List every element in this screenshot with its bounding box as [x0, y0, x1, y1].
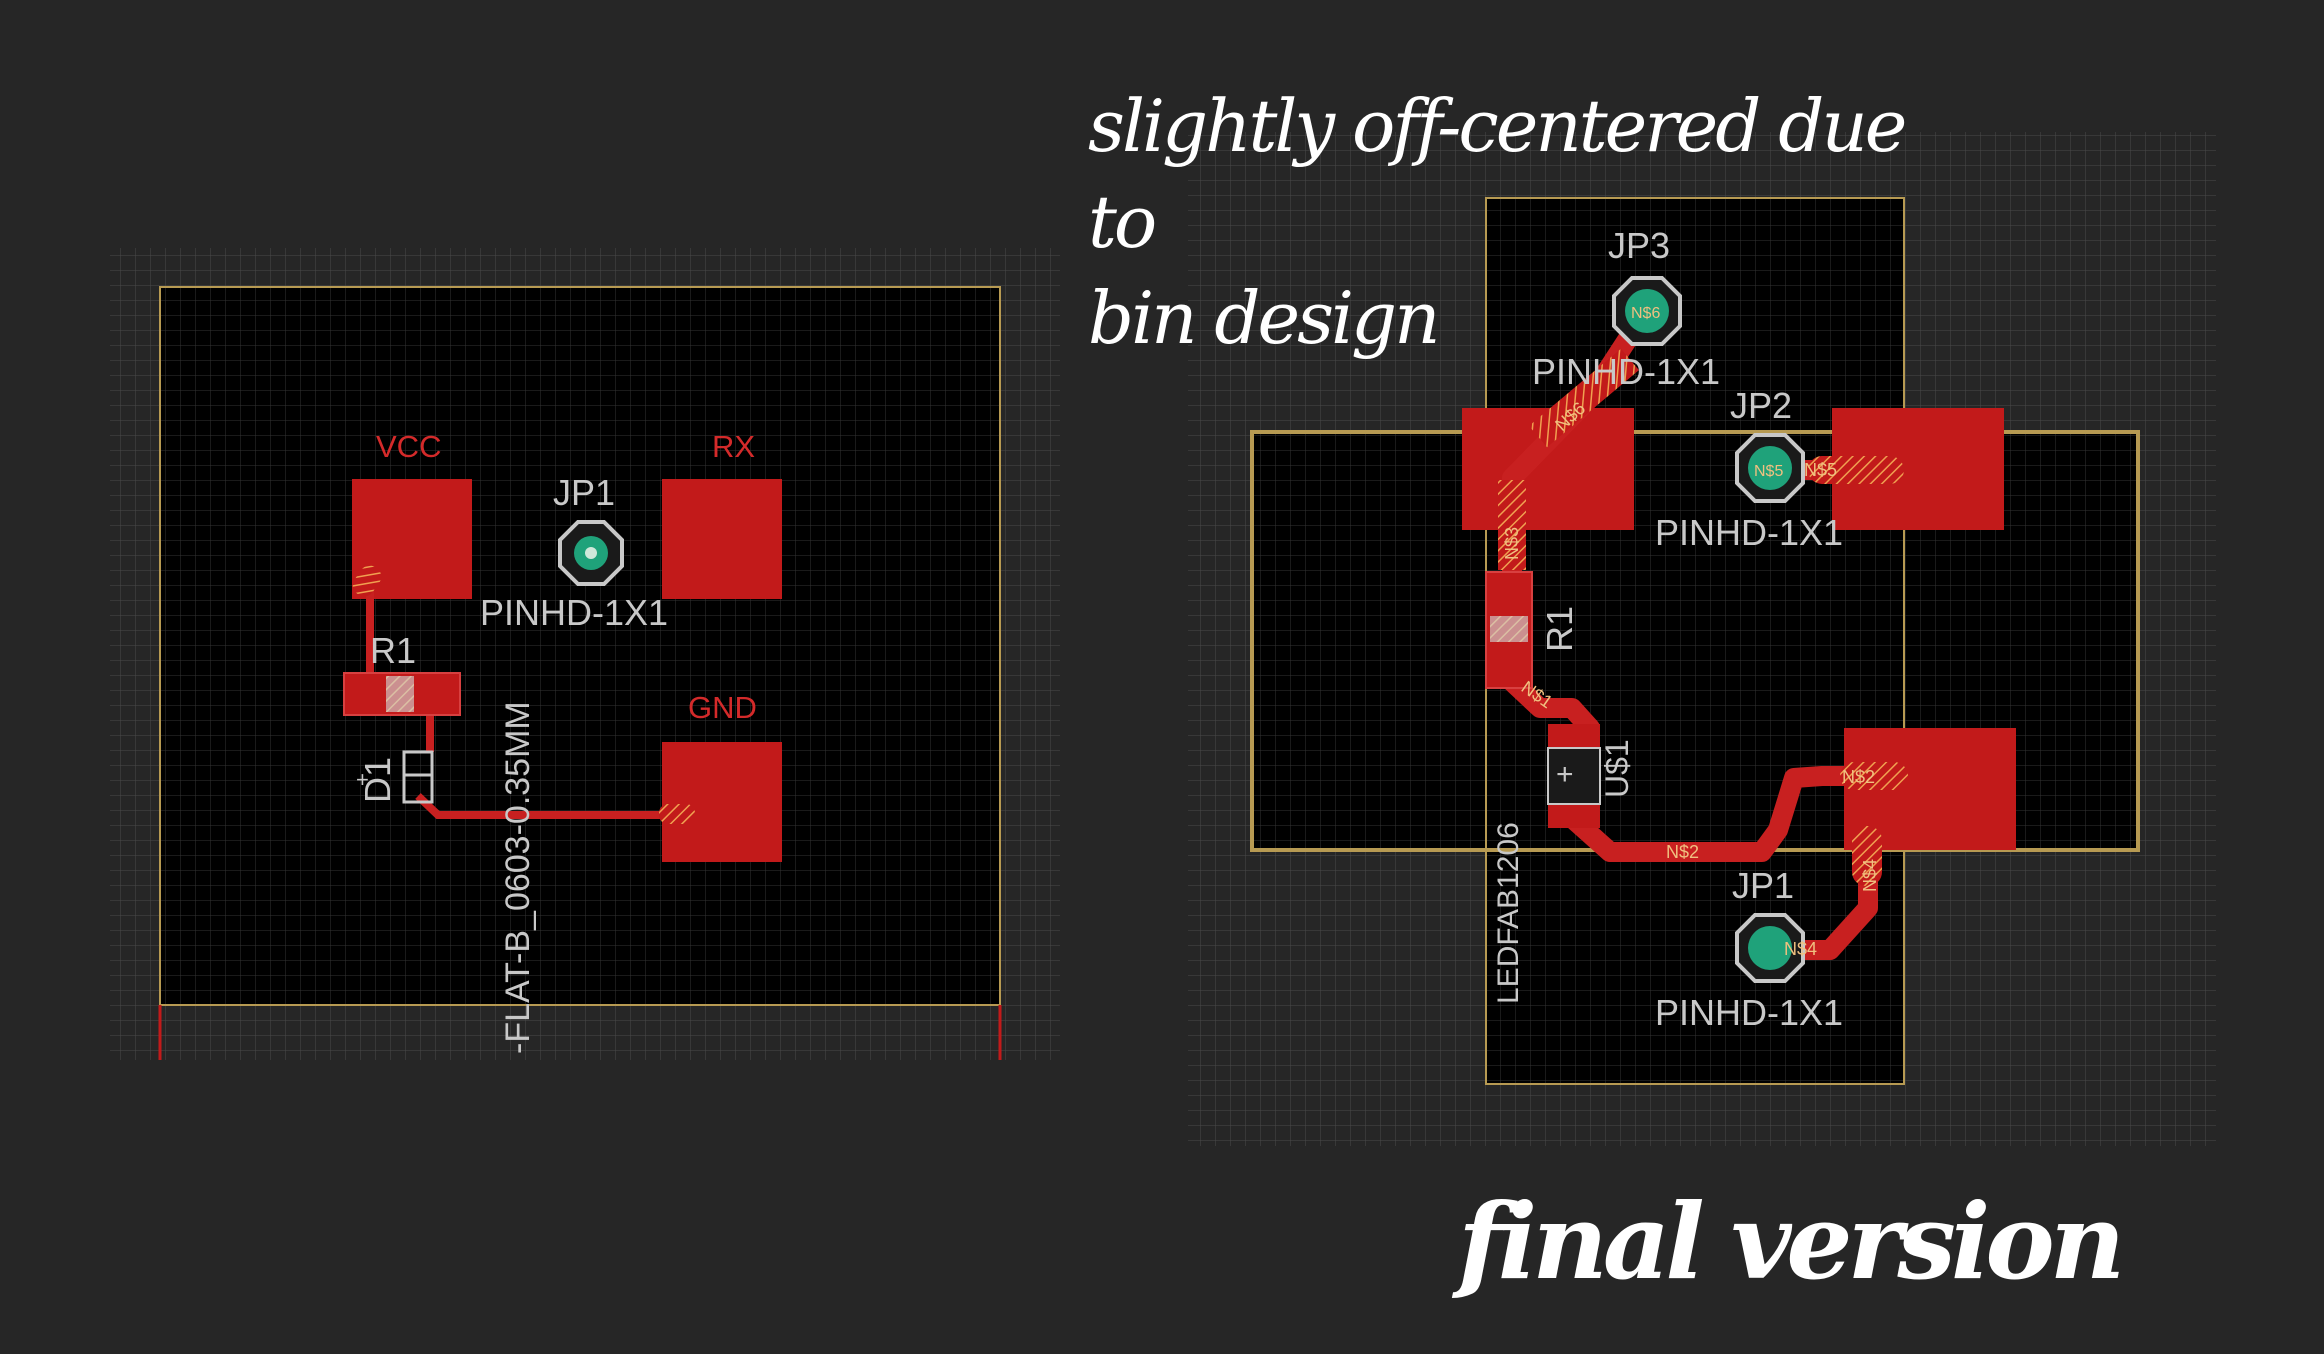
- left-jp1-hole: [585, 547, 597, 559]
- jp3-label: JP3: [1608, 225, 1670, 266]
- right-jp1-label: JP1: [1732, 865, 1794, 906]
- jp3-ring: [1625, 289, 1669, 333]
- d1-label: D1: [357, 757, 398, 803]
- n6-smd-pad[interactable]: [1529, 348, 1639, 448]
- right-jp1-value: PINHD-1X1: [1655, 992, 1843, 1033]
- trace-n1: [1498, 668, 1600, 738]
- jp2-value: PINHD-1X1: [1655, 512, 1843, 553]
- net-n4-pad: N$4: [1784, 939, 1817, 959]
- left-jp1-value: PINHD-1X1: [480, 592, 668, 633]
- net-n3: N$3: [1502, 527, 1522, 560]
- r1-body-hatch: [386, 676, 414, 712]
- n2-smd-pad[interactable]: [1840, 762, 1908, 790]
- caption-final-version: final version: [1458, 1180, 2125, 1303]
- vcc-label: VCC: [376, 429, 441, 464]
- n3-smd-pad[interactable]: [1498, 480, 1526, 570]
- caption-top-line2: bin design: [1088, 276, 1441, 360]
- gnd-smd-pad[interactable]: [659, 804, 695, 824]
- caption-top-line1: slightly off-centered due to: [1088, 84, 1907, 264]
- net-n4-trace: N$4: [1860, 859, 1880, 892]
- jp2-label: JP2: [1730, 385, 1792, 426]
- net-n5-pad: N$5: [1754, 463, 1783, 480]
- vcc-smd-pad[interactable]: [349, 562, 385, 601]
- n5-smd-pad[interactable]: [1808, 456, 1904, 484]
- right-r1-label: R1: [1539, 606, 1580, 652]
- right-led-value: LEDFAB1206: [1492, 822, 1525, 1004]
- left-board-outline: [159, 286, 1001, 1006]
- d1-footprint[interactable]: [402, 750, 434, 804]
- right-r1-body-hatch: [1490, 616, 1528, 642]
- net-n5-trace: N$5: [1804, 460, 1837, 480]
- left-board: + VCC RX GND JP1 PINHD-1X1 R1 D1 -FLAT-B…: [110, 248, 1060, 1060]
- right-jp1-ring: [1748, 926, 1792, 970]
- jp3-value: PINHD-1X1: [1532, 351, 1720, 392]
- left-board-grid: [160, 287, 1000, 1005]
- jp2-ring: [1748, 446, 1792, 490]
- gnd-pad[interactable]: [662, 742, 782, 862]
- rx-label: RX: [712, 429, 755, 464]
- u1-origin-mark: +: [1556, 758, 1574, 791]
- gnd-label: GND: [688, 690, 757, 725]
- net-n2-pad: N$2: [1842, 767, 1875, 787]
- u1-body: [1547, 747, 1601, 805]
- net-n2-trace: N$2: [1666, 842, 1699, 862]
- rx-pad[interactable]: [662, 479, 782, 599]
- net-n6-pad: N$6: [1631, 305, 1660, 322]
- d1-origin-mark: +: [356, 767, 369, 792]
- right-board-grid: [1252, 198, 2138, 1084]
- left-led-value: -FLAT-B_0603-0.35MM: [499, 701, 537, 1054]
- u1-label: U$1: [1599, 739, 1635, 798]
- caption-off-centered: slightly off-centered due to bin design: [1088, 78, 1988, 366]
- right-board: + JP3 PINHD-1X1 JP2 PINHD-1X1 JP1 PINHD-…: [1188, 132, 2216, 1146]
- n4-smd-pad[interactable]: [1852, 826, 1882, 886]
- left-r1-label: R1: [370, 630, 416, 671]
- left-jp1-label: JP1: [553, 472, 615, 513]
